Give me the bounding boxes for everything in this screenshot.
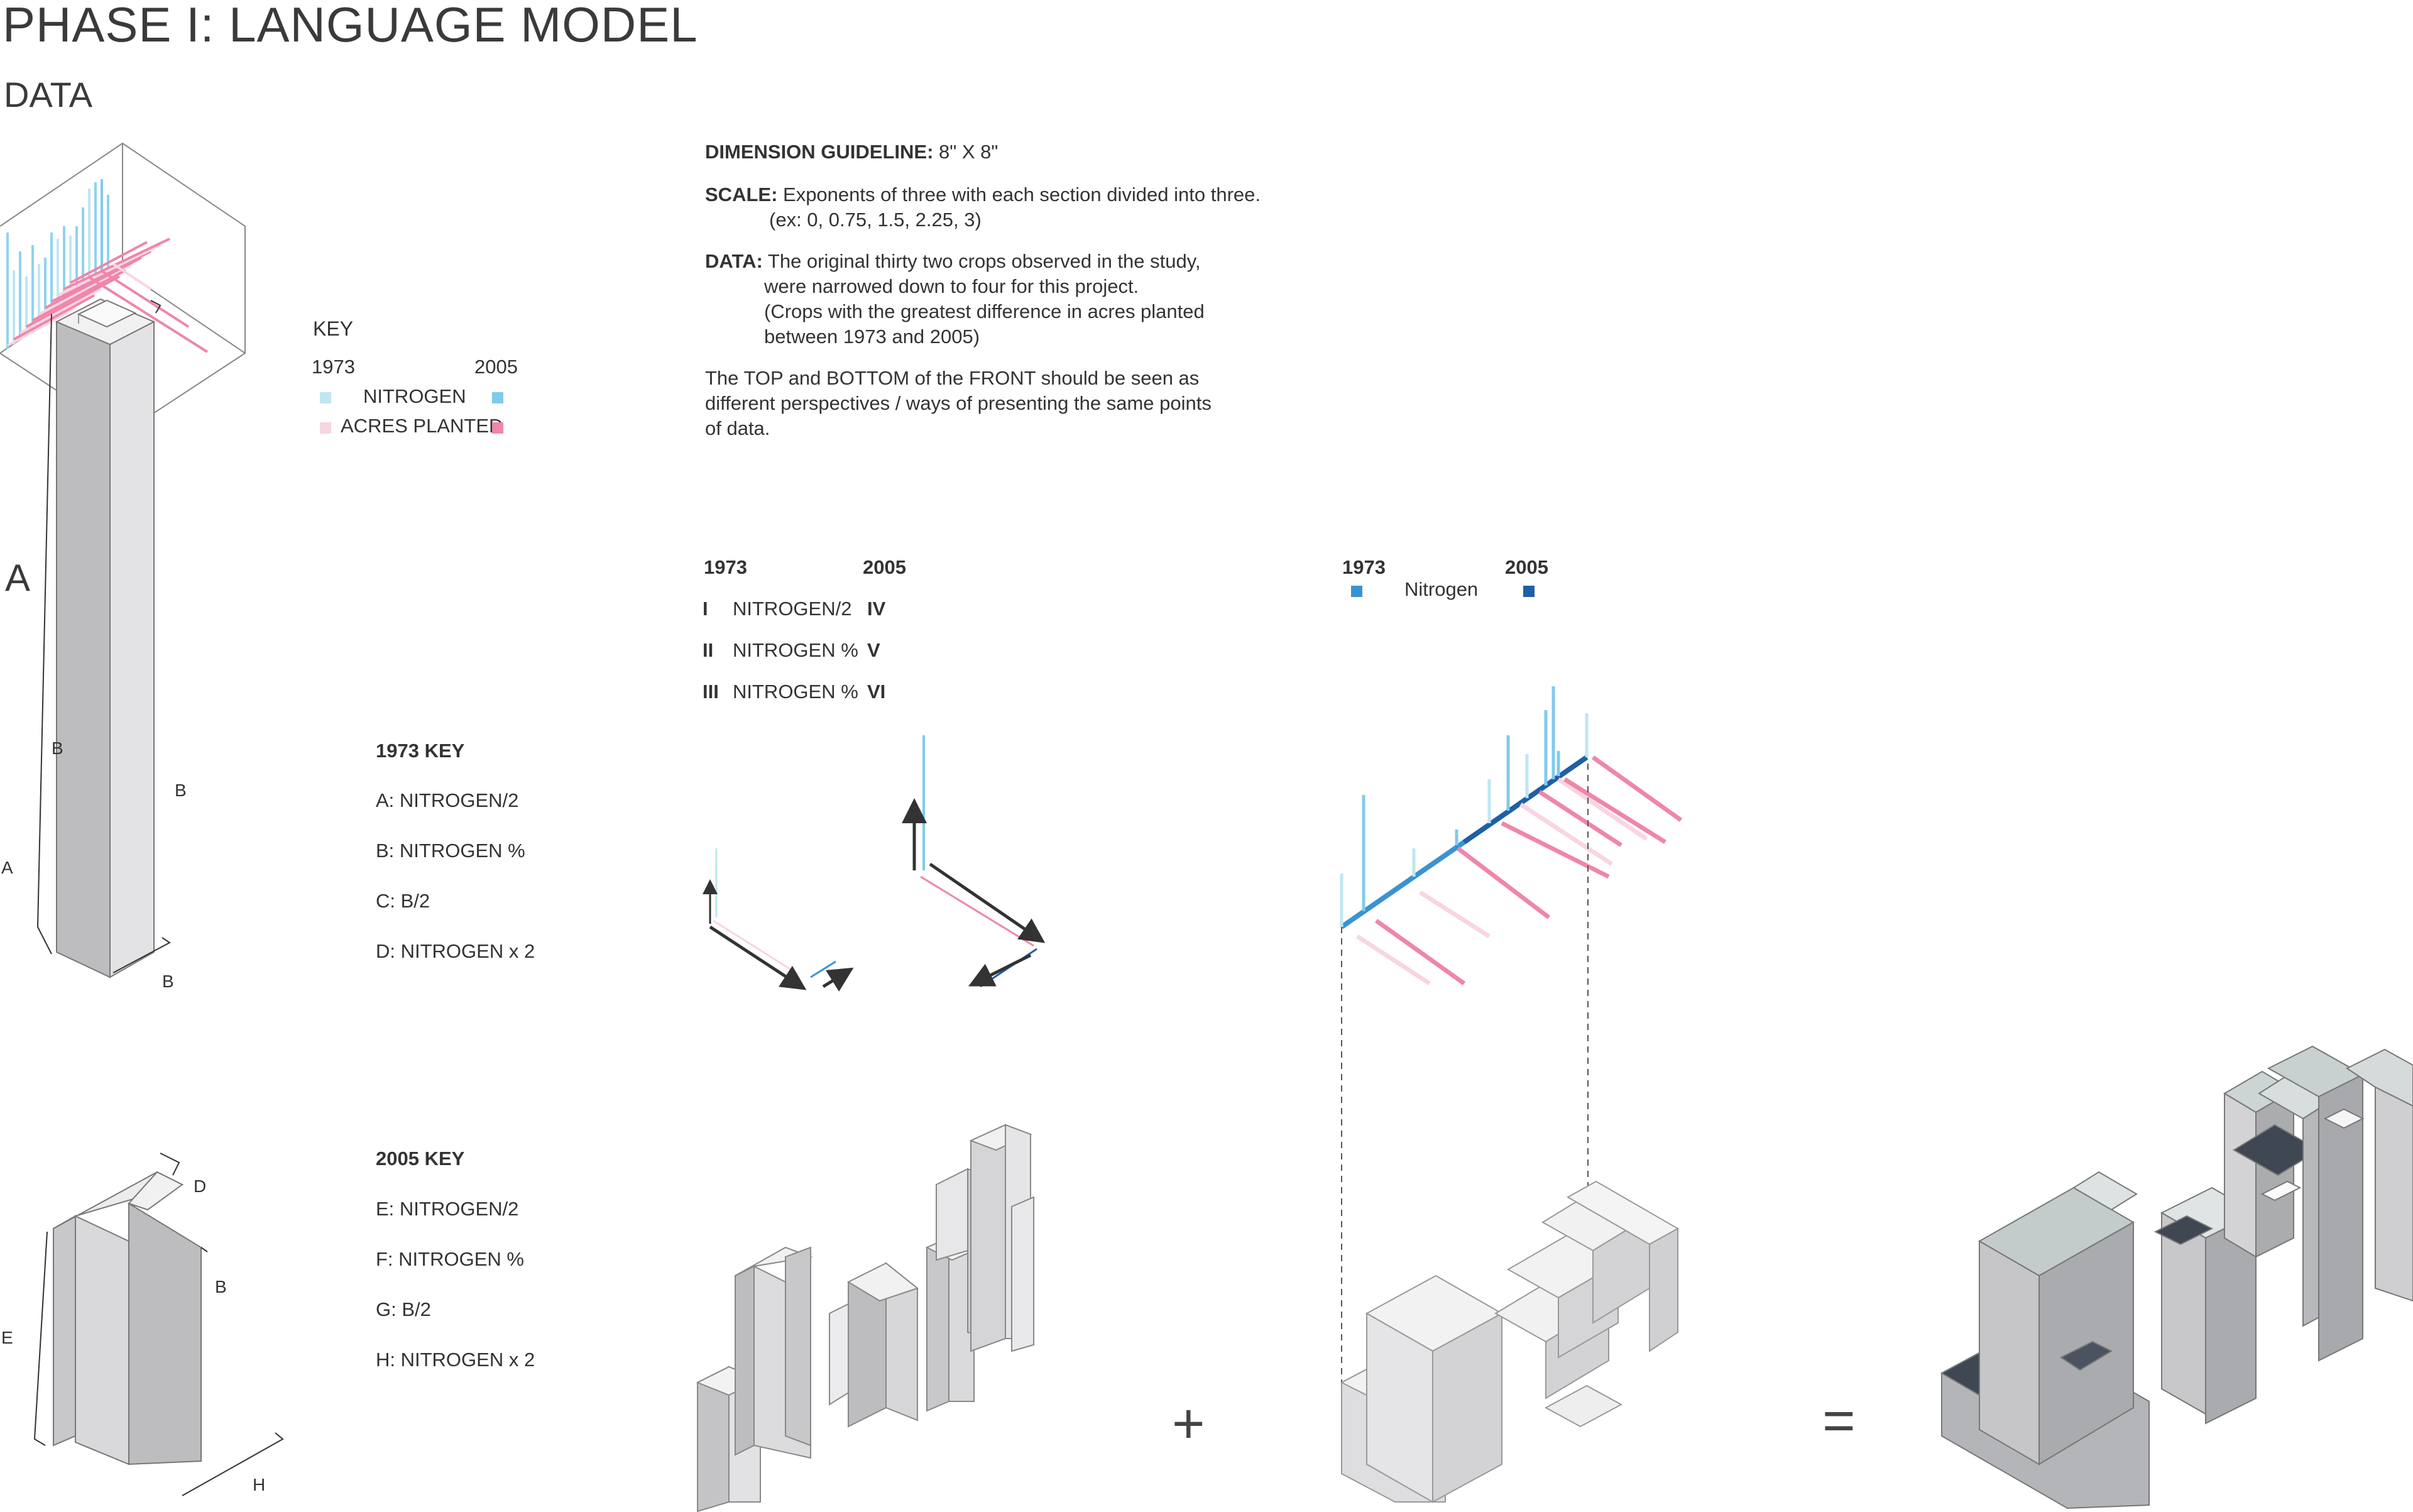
key-2005-title: 2005 KEY bbox=[376, 1148, 465, 1170]
dimension-guideline-label: DIMENSION GUIDELINE: bbox=[705, 141, 934, 163]
stepped-block-model bbox=[1340, 1180, 1680, 1503]
note-line-1: The TOP and BOTTOM of the FRONT should b… bbox=[705, 367, 1200, 389]
data-label: DATA: bbox=[705, 250, 763, 272]
block-2005 bbox=[53, 1171, 202, 1465]
dim-label-a: A bbox=[1, 858, 13, 877]
key-1973-title: 1973 KEY bbox=[376, 740, 465, 762]
key-acres-label: ACRES PLANTED bbox=[341, 415, 503, 437]
dim-label-d: D bbox=[194, 1176, 207, 1196]
key-1973-item-c: C: B/2 bbox=[376, 890, 430, 912]
section-subtitle: DATA bbox=[4, 75, 93, 114]
section-a-label: A bbox=[5, 557, 31, 599]
dimension-lines-2005 bbox=[33, 1153, 284, 1496]
data-line-2: were narrowed down to four for this proj… bbox=[764, 275, 1139, 297]
nitrogen-legend-2005: 2005 bbox=[1505, 556, 1548, 578]
swatch-acres-2005 bbox=[492, 422, 503, 434]
key-2005-item-f: F: NITROGEN % bbox=[376, 1248, 524, 1270]
note-line-2: different perspectives / ways of present… bbox=[705, 392, 1212, 414]
key-nitrogen-label: NITROGEN bbox=[363, 385, 466, 407]
scale-label: SCALE: bbox=[705, 184, 778, 205]
key-1973-item-d: D: NITROGEN x 2 bbox=[376, 940, 535, 962]
key-title: KEY bbox=[313, 317, 354, 340]
dim-label-b-2005: B bbox=[215, 1277, 227, 1296]
swatch-nitrogen-line-2005 bbox=[1523, 586, 1535, 597]
dimension-lines-1973 bbox=[36, 300, 171, 973]
roman-row-1-left: I bbox=[703, 598, 708, 620]
roman-row-2-label: NITROGEN % bbox=[733, 639, 858, 661]
scale-line-2: (ex: 0, 0.75, 1.5, 2.25, 3) bbox=[769, 209, 982, 231]
nitrogen-line-graph bbox=[1340, 686, 1683, 1383]
scale-line-1: Exponents of three with each section div… bbox=[783, 184, 1261, 205]
dim-label-b-right: B bbox=[175, 781, 187, 800]
plus-operator: + bbox=[1172, 1393, 1205, 1455]
block-1973 bbox=[55, 298, 156, 978]
dimension-guideline: DIMENSION GUIDELINE: 8" X 8" bbox=[705, 140, 998, 165]
combined-model bbox=[1940, 1045, 2413, 1509]
roman-row-1-right: IV bbox=[867, 598, 886, 620]
arrow-diagram-1973 bbox=[703, 848, 854, 992]
roman-row-3-right: VI bbox=[867, 681, 886, 703]
swatch-acres-1973 bbox=[320, 422, 331, 434]
roman-year-1973: 1973 bbox=[704, 556, 747, 578]
nitrogen-legend-1973: 1973 bbox=[1342, 556, 1386, 578]
roman-row-3-label: NITROGEN % bbox=[733, 681, 858, 703]
tower-model bbox=[696, 1124, 1034, 1512]
key-year-2005: 2005 bbox=[474, 356, 518, 378]
dim-label-h: H bbox=[253, 1475, 266, 1494]
key-2005-item-h: H: NITROGEN x 2 bbox=[376, 1349, 535, 1371]
data-line-4: between 1973 and 2005) bbox=[764, 326, 980, 348]
roman-row-1-label: NITROGEN/2 bbox=[733, 598, 852, 620]
page-title: PHASE I: LANGUAGE MODEL bbox=[3, 0, 698, 52]
dim-label-b-bottom: B bbox=[162, 972, 174, 991]
data-line-3: (Crops with the greatest difference in a… bbox=[764, 300, 1205, 322]
scale-guideline: SCALE: Exponents of three with each sect… bbox=[705, 182, 1261, 207]
nitrogen-legend-label: Nitrogen bbox=[1404, 578, 1479, 600]
swatch-nitrogen-1973 bbox=[320, 392, 331, 403]
dim-label-b-top: B bbox=[52, 738, 63, 758]
roman-row-2-right: V bbox=[867, 639, 880, 661]
key-year-1973: 1973 bbox=[312, 356, 355, 378]
key-1973-item-b: B: NITROGEN % bbox=[376, 840, 525, 862]
data-line-1: The original thirty two crops observed i… bbox=[767, 250, 1201, 272]
note-line-3: of data. bbox=[705, 417, 770, 439]
roman-row-2-left: II bbox=[703, 639, 714, 661]
arrow-diagram-2005 bbox=[902, 735, 1046, 988]
cube-nitrogen-bars bbox=[6, 179, 109, 349]
roman-row-3-left: III bbox=[703, 681, 719, 703]
equals-operator: = bbox=[1822, 1389, 1856, 1452]
data-guideline: DATA: The original thirty two crops obse… bbox=[705, 249, 1201, 274]
roman-year-2005: 2005 bbox=[863, 556, 906, 578]
dimension-guideline-value: 8" X 8" bbox=[939, 141, 999, 163]
key-2005-item-e: E: NITROGEN/2 bbox=[376, 1198, 519, 1220]
key-2005-item-g: G: B/2 bbox=[376, 1298, 431, 1320]
swatch-nitrogen-2005 bbox=[492, 392, 503, 403]
key-1973-item-a: A: NITROGEN/2 bbox=[376, 789, 519, 811]
swatch-nitrogen-line-1973 bbox=[1351, 586, 1362, 597]
dim-label-e: E bbox=[1, 1328, 13, 1347]
